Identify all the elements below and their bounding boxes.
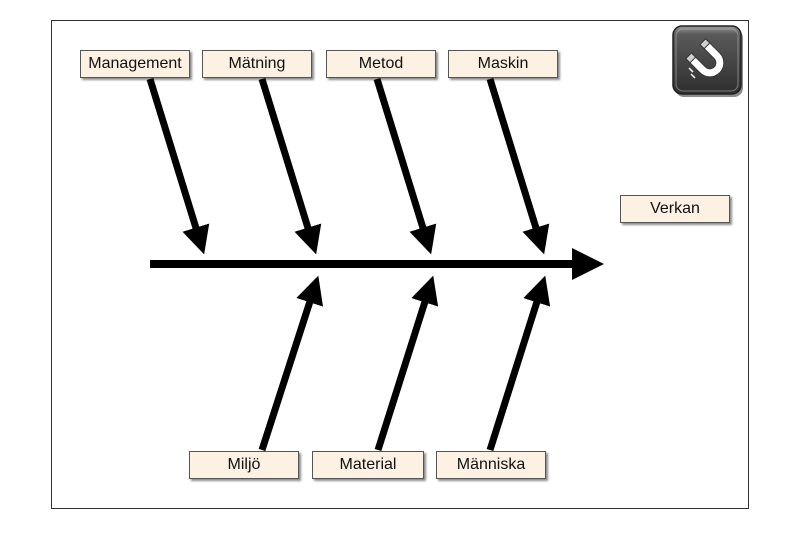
cause-arrow-maskin [486, 77, 550, 255]
cause-arrow-metod [373, 77, 437, 255]
cause-arrow-material [374, 275, 439, 452]
cause-label-material: Material [312, 451, 424, 479]
cause-arrow-matning [258, 77, 322, 255]
cause-label-management: Management [80, 50, 190, 78]
magnet-icon [672, 25, 743, 97]
cause-arrow-management [146, 77, 210, 255]
cause-label-maskin: Maskin [448, 50, 558, 78]
effect-label: Verkan [620, 195, 730, 223]
cause-arrow-manniska [486, 275, 551, 452]
cause-label-matning: Mätning [202, 50, 312, 78]
cause-arrow-miljo [258, 275, 324, 452]
cause-label-manniska: Människa [436, 451, 546, 479]
cause-label-metod: Metod [326, 50, 436, 78]
cause-label-miljo: Miljö [189, 451, 299, 479]
